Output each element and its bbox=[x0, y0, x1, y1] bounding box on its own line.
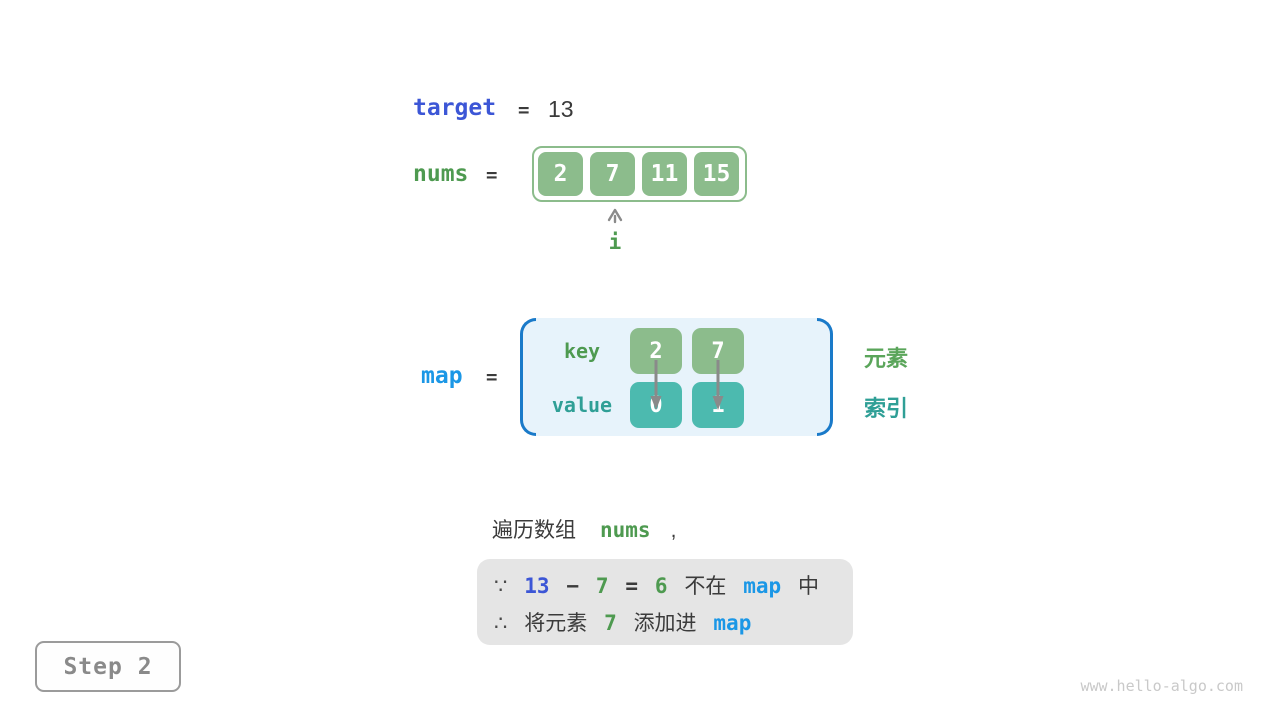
right-bracket bbox=[817, 318, 833, 436]
difference-value: 6 bbox=[654, 574, 668, 598]
caption-prefix-text: 遍历数组 bbox=[492, 519, 576, 542]
index-pointer-arrow-icon bbox=[607, 208, 623, 224]
therefore-symbol: ∴ bbox=[494, 612, 508, 635]
array-cell: 7 bbox=[590, 152, 635, 196]
step-badge: Step 2 bbox=[35, 641, 181, 692]
caption-nums-ref: nums bbox=[600, 518, 651, 542]
in-suffix-text: 中 bbox=[797, 575, 819, 598]
map-ref: map bbox=[743, 574, 782, 598]
add-into-text: 添加进 bbox=[633, 612, 697, 635]
array-cell: 15 bbox=[694, 152, 739, 196]
caption-line: 遍历数组 nums , bbox=[492, 514, 676, 544]
map-container: key value 2 7 0 1 bbox=[520, 318, 833, 436]
key-to-value-arrow-icon bbox=[650, 360, 662, 410]
map-variable-label: map bbox=[421, 363, 463, 389]
element-value-ref: 7 bbox=[604, 611, 617, 635]
left-bracket bbox=[520, 318, 536, 436]
minus-operator: − bbox=[566, 574, 580, 598]
target-value: 13 bbox=[548, 96, 574, 122]
add-element-text: 将元素 bbox=[524, 612, 588, 635]
key-to-value-arrow-icon bbox=[712, 360, 724, 410]
array-cell: 2 bbox=[538, 152, 583, 196]
nums-array: 2 7 11 15 bbox=[532, 146, 747, 202]
reasoning-note-box: ∵ 13 − 7 = 6 不在 map 中 ∴ 将元素 7 添加进 map bbox=[477, 559, 853, 645]
not-in-text: 不在 bbox=[684, 575, 727, 598]
target-equals-sign: = bbox=[518, 99, 530, 121]
map-ref: map bbox=[713, 611, 752, 635]
index-pointer-label: i bbox=[608, 230, 622, 254]
target-variable-label: target bbox=[413, 95, 497, 121]
nums-equals-sign: = bbox=[486, 164, 498, 186]
because-symbol: ∵ bbox=[494, 575, 508, 598]
map-key-row-label: key bbox=[563, 339, 601, 363]
map-equals-sign: = bbox=[486, 366, 498, 388]
array-cell: 11 bbox=[642, 152, 687, 196]
equals-operator: = bbox=[625, 574, 639, 598]
nums-variable-label: nums bbox=[413, 161, 469, 187]
caption-comma: , bbox=[670, 519, 677, 542]
current-element-ref: 7 bbox=[595, 574, 609, 598]
watermark-text: www.hello-algo.com bbox=[1080, 677, 1243, 695]
target-value-ref: 13 bbox=[524, 574, 550, 598]
element-side-label: 元素 bbox=[864, 346, 909, 371]
map-value-row-label: value bbox=[551, 393, 613, 417]
note-line-1: ∵ 13 − 7 = 6 不在 map 中 bbox=[494, 568, 853, 605]
note-line-2: ∴ 将元素 7 添加进 map bbox=[494, 605, 853, 642]
index-side-label: 索引 bbox=[864, 396, 909, 421]
